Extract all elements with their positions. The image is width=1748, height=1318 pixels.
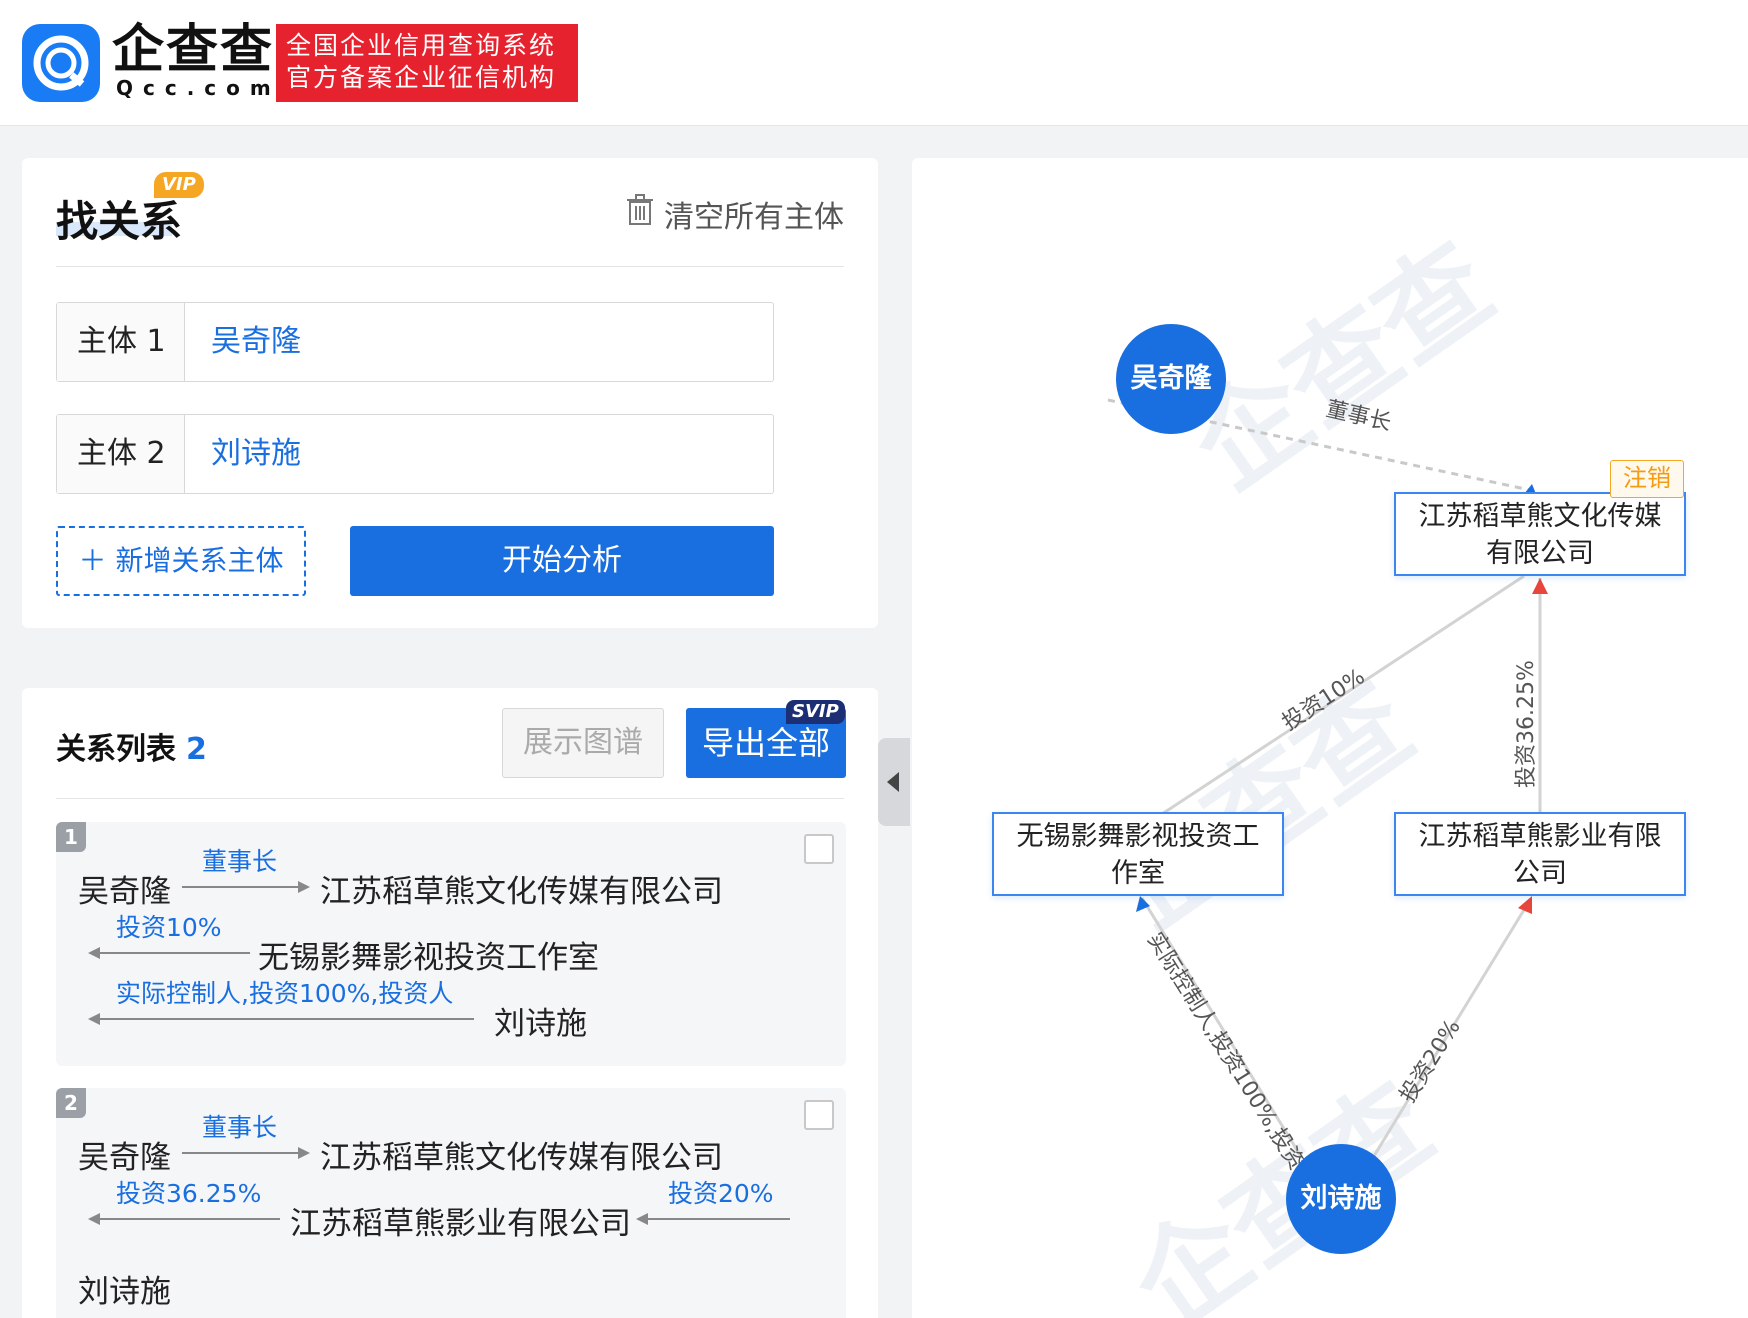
clear-all-button[interactable]: 清空所有主体	[626, 192, 844, 236]
graph-edge-label: 投资36.25%	[1513, 660, 1539, 788]
entity-input[interactable]: 吴奇隆	[211, 324, 301, 359]
relation-edge-label: 投资36.25%	[116, 1179, 262, 1208]
arrow-left-icon	[88, 947, 250, 959]
add-entity-button[interactable]: ＋ 新增关系主体	[56, 526, 306, 596]
trash-icon	[626, 194, 654, 234]
qcc-logo-icon[interactable]	[22, 24, 100, 102]
relation-node[interactable]: 江苏稻草熊文化传媒有限公司	[320, 1140, 723, 1176]
page-title: 找关系	[56, 197, 183, 246]
divider	[56, 798, 844, 799]
entity-row-2[interactable]: 主体 2 刘诗施	[56, 414, 774, 494]
arrow-left-icon	[88, 1013, 474, 1025]
relation-node[interactable]: 吴奇隆	[78, 874, 171, 910]
card-index: 1	[56, 822, 86, 852]
top-header: 企查查 Qcc.com 全国企业信用查询系统 官方备案企业征信机构	[0, 0, 1748, 126]
title-highlight	[56, 222, 172, 236]
relation-node[interactable]: 吴奇隆	[78, 1140, 171, 1176]
graph-person-node[interactable]: 刘诗施	[1286, 1144, 1396, 1254]
logo-text[interactable]: 企查查	[112, 20, 275, 80]
company-name-line: 有限公司	[1486, 538, 1594, 569]
slogan-line-1: 全国企业信用查询系统	[286, 31, 557, 60]
card-checkbox[interactable]	[804, 834, 834, 864]
graph-person-node[interactable]: 吴奇隆	[1116, 324, 1226, 434]
export-all-button[interactable]: 导出全部	[686, 708, 846, 778]
slogan-banner: 全国企业信用查询系统 官方备案企业征信机构	[276, 24, 578, 102]
relation-edge-label: 董事长	[202, 1113, 278, 1142]
relation-node[interactable]: 江苏稻草熊文化传媒有限公司	[320, 874, 723, 910]
company-name-line: 作室	[1111, 858, 1165, 889]
graph-company-node[interactable]: 江苏稻草熊影业有限 公司	[1394, 812, 1686, 896]
relation-node[interactable]: 刘诗施	[494, 1006, 587, 1042]
divider	[56, 266, 844, 267]
entity-row-1[interactable]: 主体 1 吴奇隆	[56, 302, 774, 382]
entity-label: 主体 2	[57, 415, 185, 493]
relation-card-1[interactable]: 1 吴奇隆 董事长 江苏稻草熊文化传媒有限公司 投资10% 无锡影舞影视投资工作…	[56, 822, 846, 1066]
relation-edge-label: 投资20%	[668, 1179, 774, 1208]
logo-domain: Qcc.com	[116, 76, 281, 100]
company-name-line: 江苏稻草熊文化传媒	[1418, 501, 1662, 532]
cancelled-status-badge: 注销	[1610, 460, 1684, 498]
find-relation-panel: 找关系 VIP 清空所有主体 主体 1 吴奇隆 主体 2 刘诗施 ＋ 新增关系主…	[22, 158, 878, 628]
arrow-left-icon	[636, 1213, 790, 1225]
relation-card-2[interactable]: 2 吴奇隆 董事长 江苏稻草熊文化传媒有限公司 投资36.25% 江苏稻草熊影业…	[56, 1088, 846, 1318]
slogan-line-2: 官方备案企业征信机构	[286, 63, 557, 92]
relation-count: 2	[186, 732, 207, 767]
relation-node[interactable]: 无锡影舞影视投资工作室	[258, 940, 599, 976]
relation-list-panel: 关系列表 2 展示图谱 导出全部 SVIP 1 吴奇隆 董事长 江苏稻草熊文化传媒…	[22, 688, 878, 1318]
relation-node[interactable]: 刘诗施	[78, 1274, 171, 1310]
arrow-right-icon	[182, 1147, 310, 1159]
relation-edge-label: 董事长	[202, 847, 278, 876]
card-checkbox[interactable]	[804, 1100, 834, 1130]
relation-list-label: 关系列表	[56, 732, 176, 767]
entity-label: 主体 1	[57, 303, 185, 381]
company-name-line: 无锡影舞影视投资工	[1016, 821, 1260, 852]
company-name-line: 公司	[1513, 858, 1567, 889]
arrow-left-icon	[88, 1213, 280, 1225]
relation-edge-label: 投资10%	[116, 913, 222, 942]
relation-list-title: 关系列表 2	[56, 724, 207, 768]
svip-badge: SVIP	[786, 700, 845, 724]
card-index: 2	[56, 1088, 86, 1118]
relation-node[interactable]: 江苏稻草熊影业有限公司	[290, 1206, 631, 1242]
graph-edges	[1107, 398, 1548, 1159]
graph-company-node[interactable]: 江苏稻草熊文化传媒 有限公司	[1394, 492, 1686, 576]
arrow-right-icon	[182, 881, 310, 893]
relation-graph[interactable]: 企查查 企查查 企查查 董事长 投资10% 投资36.25% 实际控制人,投资1…	[912, 158, 1748, 1318]
collapse-panel-handle[interactable]	[878, 738, 910, 826]
show-graph-button[interactable]: 展示图谱	[502, 708, 664, 778]
clear-all-label: 清空所有主体	[664, 200, 844, 235]
vip-badge: VIP	[154, 172, 204, 198]
company-name-line: 江苏稻草熊影业有限	[1418, 821, 1662, 852]
graph-company-node[interactable]: 无锡影舞影视投资工 作室	[992, 812, 1284, 896]
start-analysis-button[interactable]: 开始分析	[350, 526, 774, 596]
entity-input[interactable]: 刘诗施	[211, 436, 301, 471]
relation-edge-label: 实际控制人,投资100%,投资人	[116, 979, 454, 1008]
